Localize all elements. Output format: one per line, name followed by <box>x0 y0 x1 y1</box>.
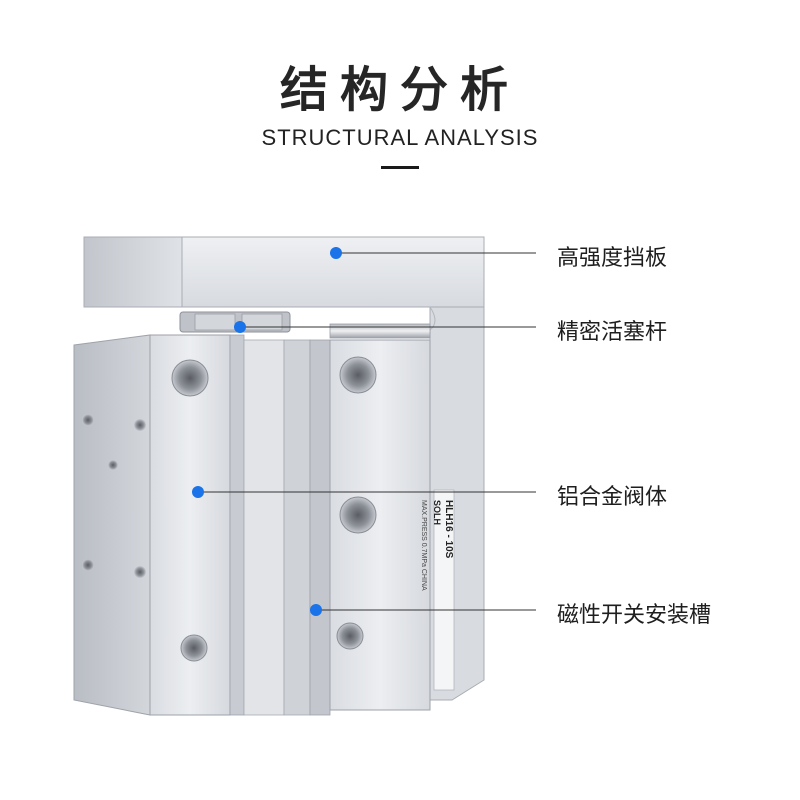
callout-label-valve-body: 铝合金阀体 <box>557 485 668 510</box>
callout-label-piston-rod: 精密活塞杆 <box>557 320 668 345</box>
piston-rod <box>179 311 431 339</box>
callout-dot-baffle <box>330 247 342 259</box>
callout-label-switch-slot: 磁性开关安装槽 <box>557 603 712 628</box>
page-header: 结构分析 STRUCTURAL ANALYSIS <box>0 0 800 180</box>
title-underline <box>381 166 419 169</box>
page-subtitle: STRUCTURAL ANALYSIS <box>261 125 539 150</box>
callout-label-baffle: 高强度挡板 <box>557 246 668 271</box>
callout-dot-rod <box>234 321 246 333</box>
valve-body <box>73 334 455 716</box>
callout-dot-slot <box>310 604 322 616</box>
product-label: HLH16 - 10S SOLH MAX.PRESS 0.7MPa CHINA <box>420 500 454 591</box>
callout-graphics <box>192 247 536 616</box>
page-title: 结构分析 <box>279 62 520 118</box>
product-brand: SOLH <box>432 500 442 525</box>
callout-dot-body <box>192 486 204 498</box>
product-model: HLH16 - 10S <box>443 500 454 559</box>
product-spec: MAX.PRESS 0.7MPa CHINA <box>420 500 427 591</box>
